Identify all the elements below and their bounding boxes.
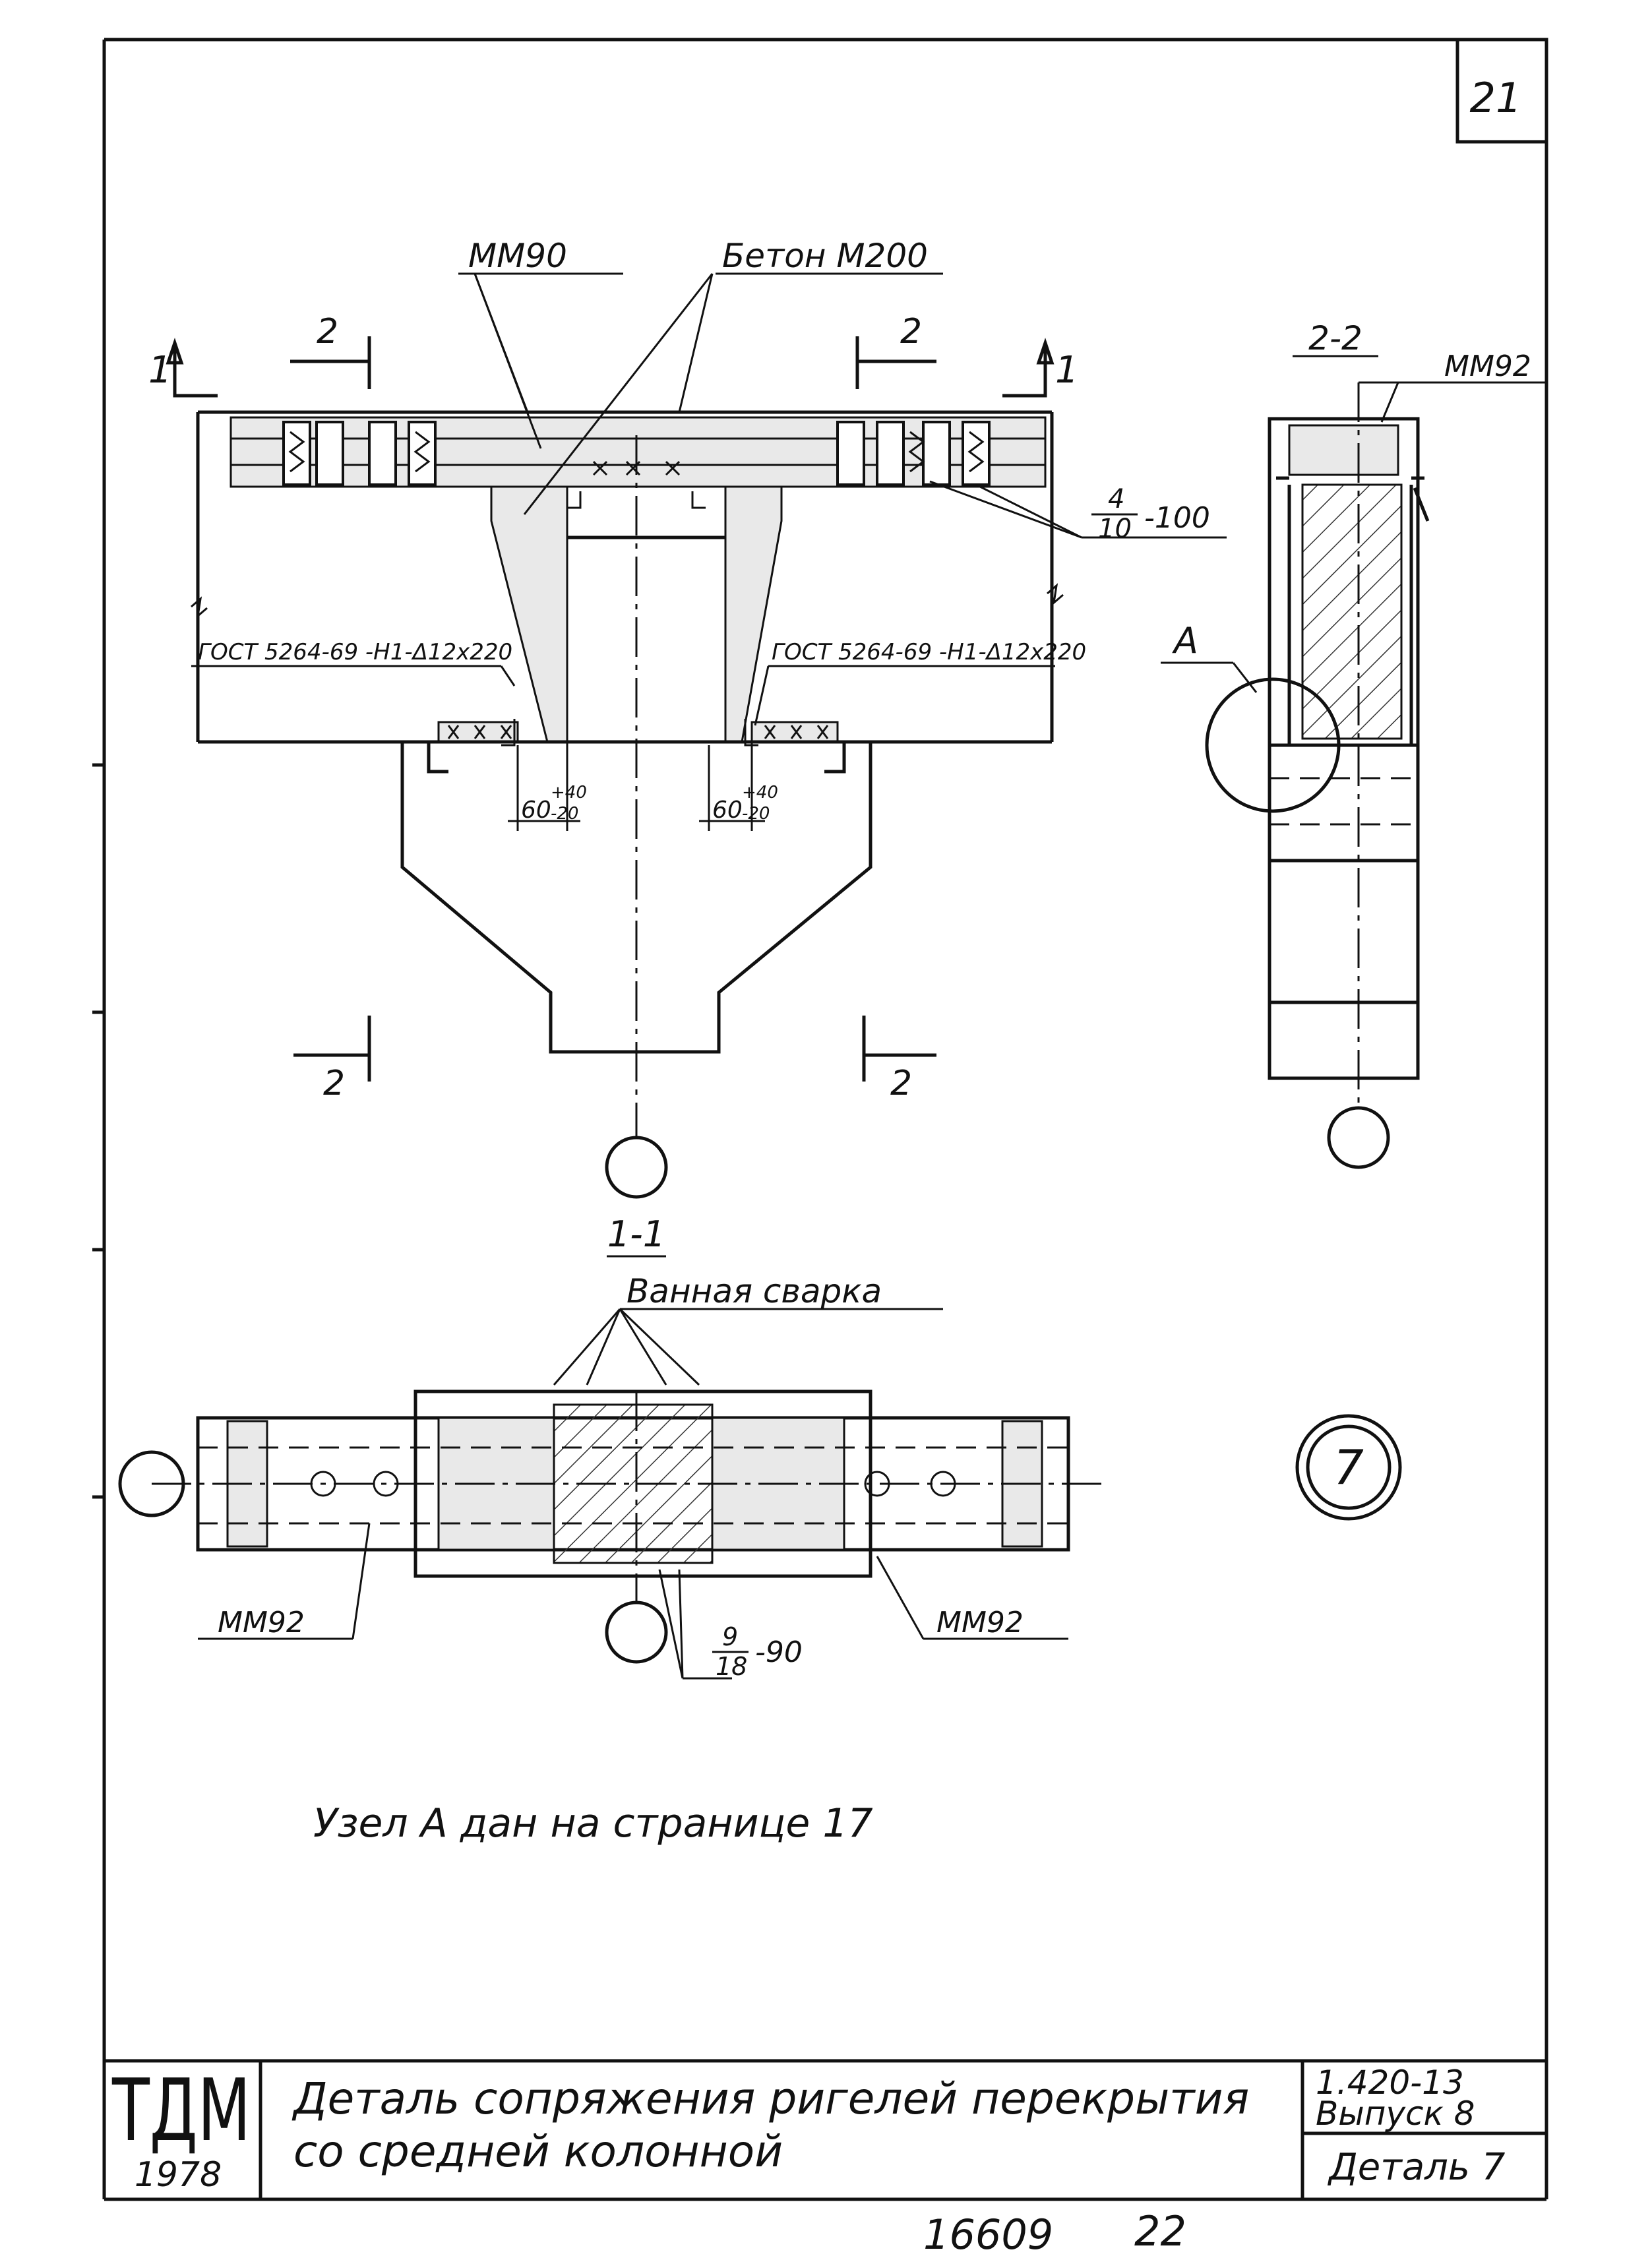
axis-bubble-elevation: [605, 1136, 668, 1199]
section-1-1-view: [118, 1255, 1108, 1680]
label-bath-welding: Ванная сварка: [627, 1272, 882, 1310]
inventory-page: 22: [1134, 2207, 1186, 2255]
node-a-callout: [1205, 677, 1341, 813]
section-2-2-concrete: [1301, 483, 1403, 740]
section-1-1-rebar-top: 9: [722, 1622, 738, 1651]
weld-spec-right: ГОСТ 5264-69 -Н1-Δ12х220: [772, 639, 1086, 665]
section-1-1-mm92-left: ММ92: [218, 1606, 305, 1639]
section-1-1-mm92-right: ММ92: [936, 1606, 1024, 1639]
detail-marker-inner: [1306, 1424, 1392, 1510]
section-mark-2-top-left: 2: [317, 312, 338, 351]
label-concrete-grade: Бетон М200: [722, 237, 928, 275]
svg-text:60: 60: [712, 797, 743, 824]
haunch-right: [724, 485, 783, 743]
node-a-label: А: [1172, 620, 1198, 661]
svg-text:-20: -20: [742, 804, 770, 824]
axis-bubble-section-2-2: [1327, 1106, 1390, 1169]
dim-left: 60 +40 -20: [521, 783, 587, 824]
stamp-year: 1978: [135, 2155, 222, 2195]
haunch-left: [490, 485, 568, 743]
reference-note: Узел А дан на странице 17: [313, 1800, 873, 1846]
detail-number: Деталь 7: [1327, 2146, 1506, 2189]
drawing-title-line1: Деталь сопряжения ригелей перекрытия: [291, 2073, 1249, 2124]
column-corbel: [400, 740, 872, 1054]
section-2-2-mm92: ММ92: [1444, 350, 1531, 383]
sheet-frame: [92, 38, 1548, 2201]
section-mark-1-right: 1: [1055, 349, 1079, 392]
svg-text:-20: -20: [551, 804, 578, 824]
weld-spec-left: ГОСТ 5264-69 -Н1-Δ12х220: [198, 639, 512, 665]
detail-marker-outer: [1295, 1414, 1402, 1521]
section-mark-2-bottom-right: 2: [890, 1064, 912, 1103]
section-1-1-title: 1-1: [607, 1213, 665, 1255]
dim-right: 60 +40 -20: [712, 783, 778, 824]
doc-code: 1.420-13: [1316, 2063, 1464, 2102]
page-number-box: [1455, 38, 1548, 144]
detail-marker-number: 7: [1333, 1440, 1364, 1495]
embedded-plates-left: [282, 421, 437, 486]
section-mark-2-bottom-left: 2: [323, 1064, 345, 1103]
section-1-1-rebar-bottom: 18: [716, 1652, 747, 1681]
section-2-2-title: 2-2: [1308, 319, 1362, 357]
page-number: 21: [1470, 74, 1522, 122]
bearing-pad-right: [750, 721, 839, 743]
svg-text:60: 60: [521, 797, 551, 824]
label-mm90: ММ90: [468, 237, 567, 275]
section-mark-1-left: 1: [148, 349, 172, 392]
issue-number: Выпуск 8: [1316, 2094, 1475, 2133]
title-block: [104, 2059, 1546, 2199]
bearing-pad-left: [437, 721, 519, 743]
stamp-logo: ТДМ: [111, 2060, 251, 2160]
elevation-view: [166, 272, 1227, 1199]
inventory-number: 16609: [923, 2211, 1053, 2258]
drawing-title-line2: со средней колонной: [293, 2126, 783, 2177]
rebar-length: -100: [1144, 501, 1210, 535]
section-1-1-rebar-length: -90: [755, 1635, 803, 1669]
rebar-count-top: 4: [1108, 484, 1124, 514]
svg-text:+40: +40: [742, 783, 778, 803]
rebar-count-bottom: 10: [1098, 514, 1132, 544]
section-2-2-view: [1161, 355, 1546, 1169]
embedded-plates-right: [836, 421, 991, 486]
axis-bubble-section-1-1-bottom: [605, 1601, 668, 1664]
section-mark-2-top-right: 2: [900, 312, 922, 351]
svg-text:+40: +40: [551, 783, 587, 803]
axis-bubble-section-1-1-left: [118, 1450, 185, 1517]
